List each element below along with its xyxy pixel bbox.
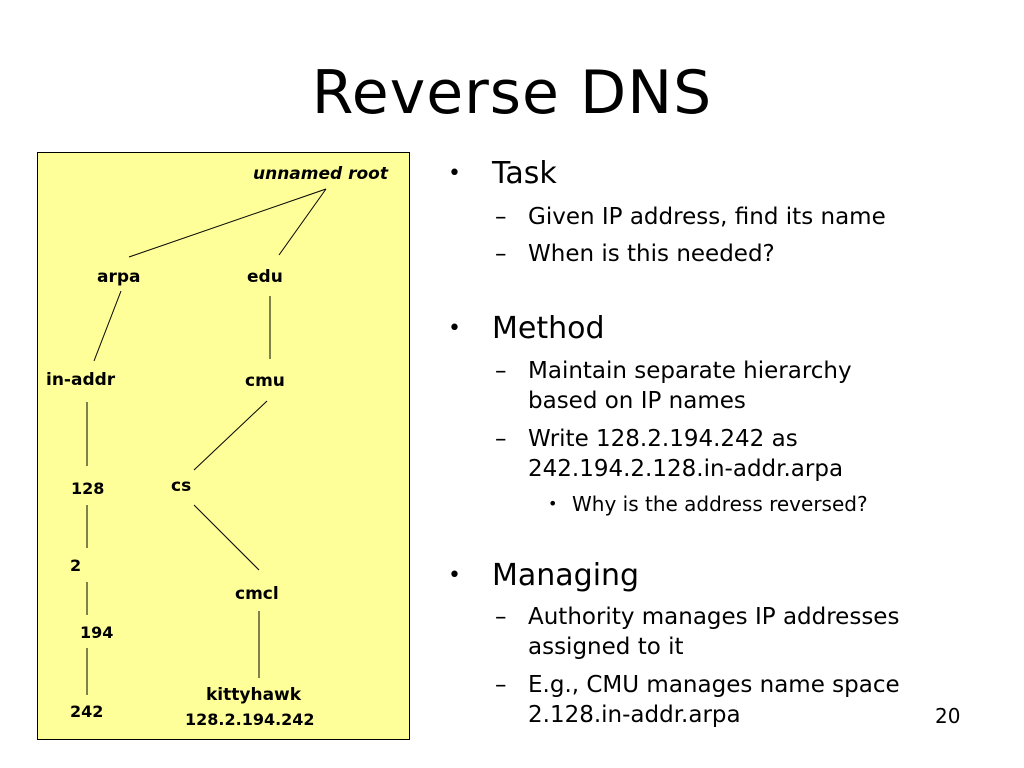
- bullet-task: • Task: [440, 156, 557, 192]
- slide-title: Reverse DNS: [311, 58, 713, 128]
- sub-bullet-text-line1: Maintain separate hierarchy: [528, 358, 852, 384]
- bullet-method: • Method: [440, 311, 605, 347]
- node-128: 128: [71, 479, 105, 498]
- bullet-method-label: Method: [492, 311, 605, 346]
- node-in-addr: in-addr: [46, 370, 116, 390]
- node-242: 242: [70, 702, 104, 721]
- sub-bullet-text-line2: based on IP names: [528, 388, 746, 414]
- sub-bullet-text-line2: 2.128.in-addr.arpa: [528, 702, 741, 728]
- dash: –: [495, 672, 507, 698]
- sub-sub-bullet-text: Why is the address reversed?: [572, 492, 868, 516]
- sub-bullet-text: Given IP address, find its name: [528, 204, 886, 230]
- edge-cs-cmcl: [193, 504, 260, 571]
- bullet-dot: •: [448, 161, 461, 186]
- bullet-dot: •: [448, 316, 461, 341]
- node-edu: edu: [247, 267, 283, 287]
- sub-bullet-text-line2: 242.194.2.128.in-addr.arpa: [528, 456, 844, 482]
- bullet-task-label: Task: [492, 156, 557, 191]
- node-arpa: arpa: [97, 267, 141, 287]
- bullet-managing: • Managing: [440, 558, 639, 594]
- node-cmu: cmu: [245, 371, 285, 391]
- dash: –: [495, 241, 507, 267]
- edge-arpa-inaddr: [93, 290, 122, 362]
- node-cs: cs: [171, 476, 192, 496]
- node-194: 194: [80, 623, 114, 642]
- sub-bullet-text-line2: assigned to it: [528, 634, 684, 660]
- bullet-dot: •: [448, 563, 461, 588]
- edge-root-arpa: [128, 188, 327, 258]
- dash: –: [495, 604, 507, 630]
- edge-root-edu: [278, 188, 327, 256]
- dash: –: [495, 204, 507, 230]
- edge-cmu-cs: [193, 400, 268, 471]
- dash: –: [495, 358, 507, 384]
- sub-bullet-text: When is this needed?: [528, 241, 775, 267]
- tree-edges: [86, 188, 327, 695]
- node-kittyhawk: kittyhawk: [206, 685, 302, 705]
- page-number: 20: [935, 704, 961, 728]
- sub-sub-dot: •: [548, 494, 558, 513]
- dash: –: [495, 426, 507, 452]
- dns-tree-diagram: unnamed root arpa edu in-addr cmu 128 cs…: [37, 152, 410, 740]
- bullet-managing-label: Managing: [492, 558, 640, 593]
- node-kittyhawk-ip: 128.2.194.242: [185, 710, 315, 729]
- sub-bullet-text-line1: Write 128.2.194.242 as: [528, 426, 798, 452]
- node-2: 2: [70, 556, 82, 575]
- sub-bullet-text-line1: Authority manages IP addresses: [528, 604, 900, 630]
- node-unnamed-root: unnamed root: [253, 164, 388, 184]
- node-cmcl: cmcl: [235, 584, 279, 604]
- sub-bullet-text-line1: E.g., CMU manages name space: [528, 672, 900, 698]
